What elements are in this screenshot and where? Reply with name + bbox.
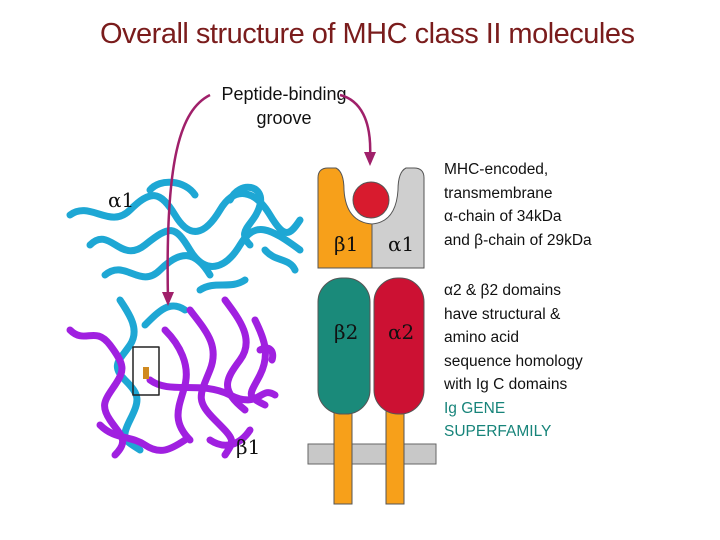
alpha-chain-ribbon bbox=[66, 178, 304, 454]
homology-note-line: with Ig C domains bbox=[444, 376, 568, 393]
beta-transmembrane bbox=[333, 407, 353, 505]
arrow-to-schematic bbox=[339, 93, 372, 159]
domain-beta1-label: β1 bbox=[334, 232, 359, 256]
alpha1-domain bbox=[371, 167, 425, 269]
superfamily-note-line: SUPERFAMILY bbox=[444, 423, 552, 440]
ribbon-structure bbox=[66, 178, 304, 459]
highlight-box bbox=[132, 346, 160, 396]
groove-label-line-1: Peptide-binding bbox=[221, 84, 347, 104]
homology-note-line: have structural & bbox=[444, 305, 561, 323]
arrow-head-schematic bbox=[364, 152, 376, 166]
encoding-note: MHC-encoded, transmembrane α-chain of 34… bbox=[444, 158, 592, 252]
groove-arrows bbox=[162, 93, 376, 306]
alpha2-domain bbox=[373, 277, 425, 415]
beta1-domain bbox=[317, 167, 373, 269]
encoding-note-line: MHC-encoded, bbox=[444, 161, 549, 178]
domain-alpha2-label: α2 bbox=[388, 320, 415, 344]
page-title: Overall structure of MHC class II molecu… bbox=[100, 18, 635, 50]
encoding-note-line: transmembrane bbox=[444, 184, 553, 202]
superfamily-note-line: Ig GENE bbox=[444, 399, 506, 417]
peptide bbox=[352, 181, 390, 219]
ribbon-beta1-label: β1 bbox=[236, 435, 261, 459]
homology-note-line: sequence homology bbox=[444, 352, 583, 370]
membrane bbox=[307, 443, 437, 465]
beta2-domain bbox=[317, 277, 371, 415]
homology-note: α2 & β2 domains have structural & amino … bbox=[444, 279, 583, 444]
homology-note-line: α2 & β2 domains bbox=[444, 282, 561, 299]
encoding-note-line: and β-chain of 29kDa bbox=[444, 231, 592, 249]
mhc-schematic bbox=[307, 167, 437, 505]
peptide-groove-label: Peptide-binding groove bbox=[214, 82, 354, 130]
domain-alpha1-label: α1 bbox=[388, 232, 415, 256]
homology-note-line: amino acid bbox=[444, 329, 519, 346]
arrow-head-ribbon bbox=[162, 292, 174, 306]
encoding-note-line: α-chain of 34kDa bbox=[444, 208, 562, 225]
beta-chain-ribbon bbox=[66, 296, 279, 459]
highlight-residue bbox=[143, 367, 149, 379]
ribbon-alpha1-label: α1 bbox=[108, 188, 135, 212]
domain-beta2-label: β2 bbox=[334, 320, 359, 344]
alpha-transmembrane bbox=[385, 407, 405, 505]
groove-label-line-2: groove bbox=[256, 108, 312, 128]
arrow-to-ribbon bbox=[166, 93, 211, 301]
